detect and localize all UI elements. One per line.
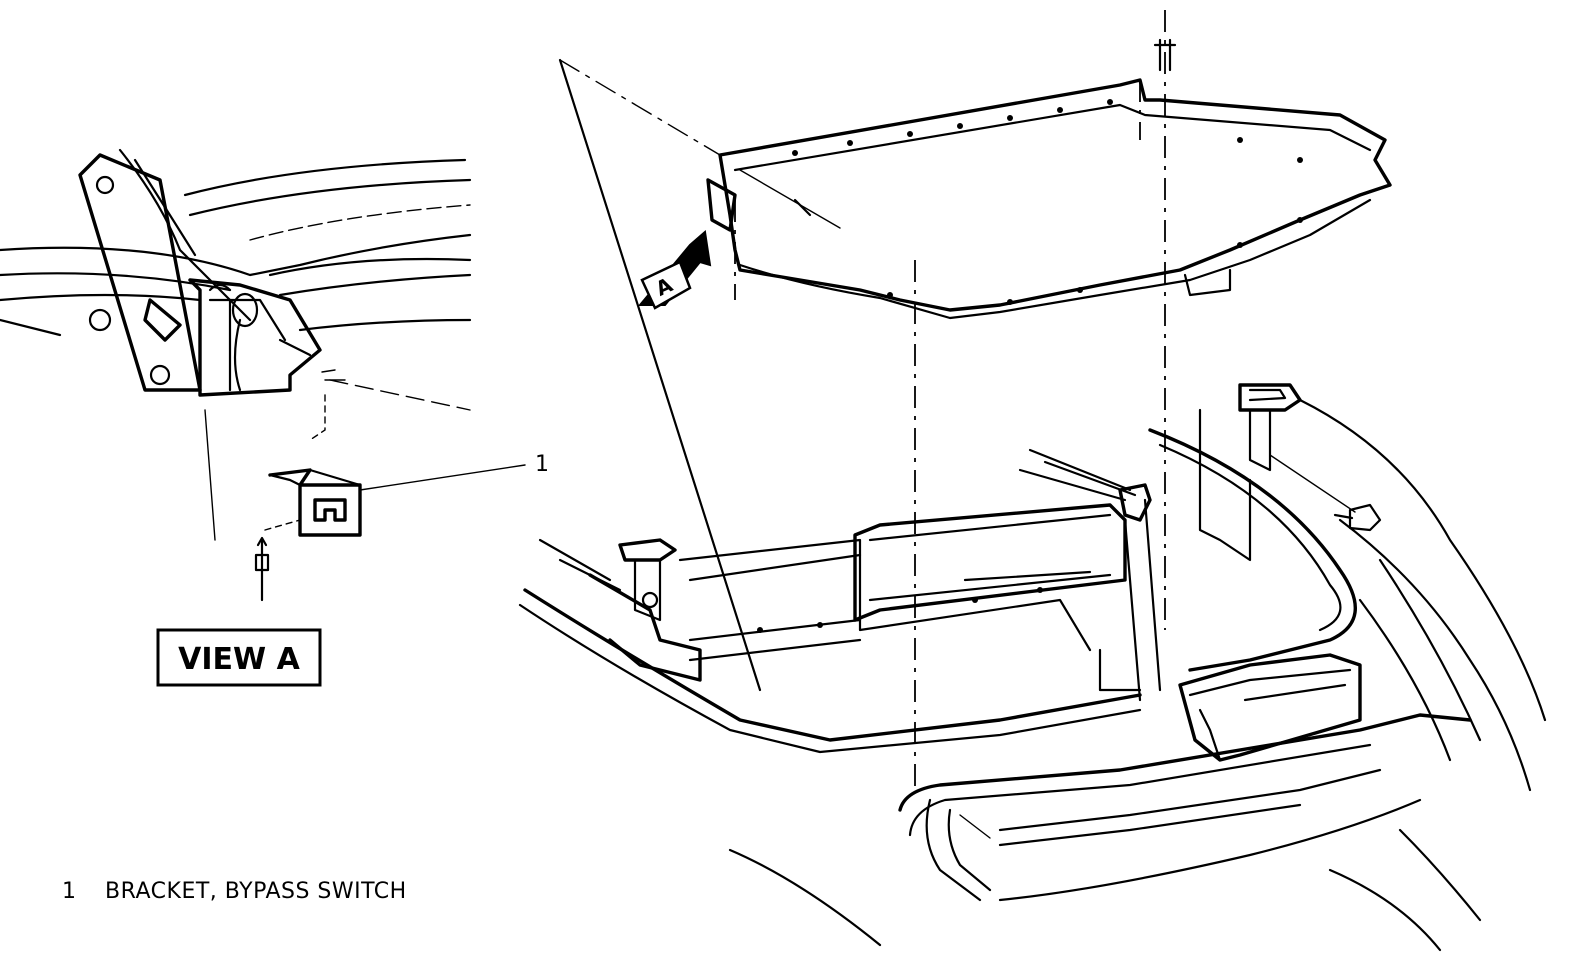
top-fastener <box>1153 38 1177 72</box>
view-projection-line <box>558 58 762 692</box>
wire-harness <box>118 148 252 322</box>
view-a-detail: 1 VIEW A <box>0 148 549 687</box>
switch-mount-detail <box>208 298 287 342</box>
view-projection-line <box>559 59 721 156</box>
panel-edge-line <box>278 273 472 297</box>
fastener-guide <box>1269 454 1356 513</box>
hinge-pivot <box>149 364 171 386</box>
leader-line <box>204 409 216 541</box>
bypass-switch-bracket <box>268 468 362 537</box>
hex-bolt <box>1333 503 1382 532</box>
panel-edge-line <box>0 233 472 277</box>
wire-clip <box>143 298 182 342</box>
panel-edge-line <box>183 158 467 197</box>
mounting-hole-mark <box>321 369 346 381</box>
panel-edge-line <box>298 318 472 332</box>
hinge-arm <box>78 153 202 392</box>
cover-edge-hidden <box>739 169 841 229</box>
callout-leader-1 <box>359 464 526 491</box>
view-a-arrow: A <box>637 230 712 310</box>
assembly-guide-line <box>264 519 301 531</box>
main-exploded-view: A <box>518 10 1547 952</box>
panel-edge-line <box>268 257 472 277</box>
legend: 1 BRACKET, BYPASS SWITCH <box>62 879 407 904</box>
assembly-guide-line <box>309 394 326 441</box>
bypass-switch <box>231 292 259 328</box>
panel-edge-line <box>0 293 202 302</box>
wire-lead <box>233 318 242 392</box>
switch-mount-body <box>188 278 322 397</box>
cover-panel <box>706 78 1392 320</box>
panel-edge-line <box>0 318 62 337</box>
panel-hole <box>88 308 112 332</box>
wire-lead <box>208 283 232 292</box>
body-structure <box>518 383 1547 952</box>
switch-tab <box>278 338 312 357</box>
view-a-label: VIEW A <box>178 642 300 677</box>
hinge-bolt-hole <box>95 175 115 195</box>
rivet-fastener <box>254 536 270 602</box>
callout-number-1: 1 <box>535 452 549 477</box>
panel-edge-line <box>0 272 232 292</box>
panel-edge-line <box>188 178 472 217</box>
panel-hidden-line <box>249 204 471 241</box>
view-a-label-box <box>156 628 322 687</box>
legend-number-1: 1 <box>62 879 77 904</box>
wire-harness <box>133 158 197 257</box>
panel-hidden-line <box>329 379 471 411</box>
legend-text-1: BRACKET, BYPASS SWITCH <box>105 879 407 904</box>
